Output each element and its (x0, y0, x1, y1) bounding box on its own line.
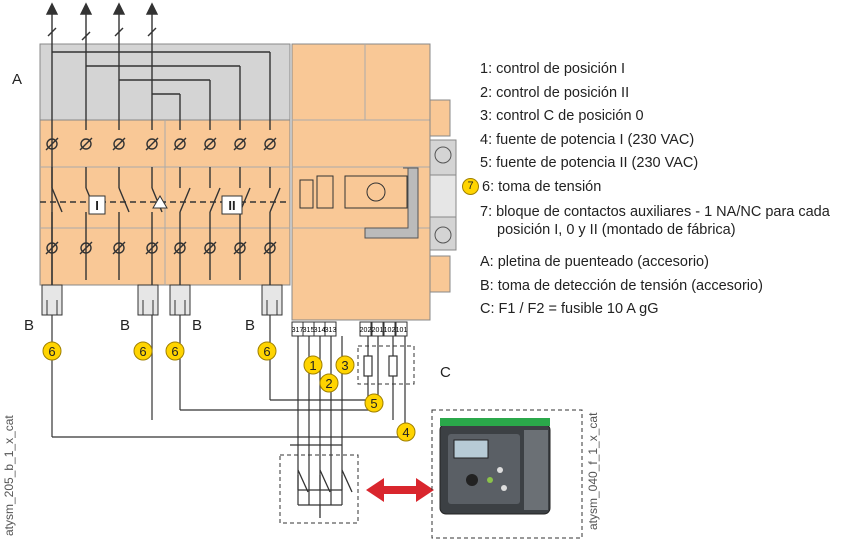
marker-circle-six-0 (42, 341, 62, 361)
caption-left: atysm_205_b_1_x_cat (2, 415, 16, 536)
terminal-label-102: 102 (384, 327, 396, 334)
marker-label-five-7: 5 (370, 396, 377, 411)
terminal-101 (395, 321, 408, 337)
marker-label-two-5: 2 (325, 376, 332, 391)
marker-label-four-8: 4 (402, 425, 409, 440)
marker-label-six-0: 6 (48, 344, 55, 359)
label-C: C (440, 364, 451, 381)
position-0-triangle (152, 195, 168, 209)
terminal-202 (359, 321, 372, 337)
marker-circle-six-3 (257, 341, 277, 361)
marker-circle-three-6 (335, 355, 355, 375)
legend-item-7: 7: bloque de contactos auxiliares - 1 NA… (480, 204, 830, 238)
controller-box (431, 409, 583, 539)
position-II-box (221, 195, 243, 215)
terminal-label-313: 313 (325, 327, 337, 334)
marker-label-six-2: 6 (171, 344, 178, 359)
marker-label-one-4: 1 (309, 358, 316, 373)
marker-circle-one-4 (303, 355, 323, 375)
label-B-1: B (24, 317, 34, 334)
marker-label-six-3: 6 (263, 344, 270, 359)
legend: 1: control de posición I 2: control de p… (462, 58, 850, 322)
label-B-3: B (192, 317, 202, 334)
terminal-screws (45, 137, 277, 255)
legend-item-4: 4: fuente de potencia I (230 VAC) (480, 131, 695, 148)
marker-circle-six-2 (165, 341, 185, 361)
terminal-label-201: 201 (372, 327, 384, 334)
controller-image (439, 418, 551, 515)
terminal-label-202: 202 (360, 327, 372, 334)
legend-item-2: 2: control de posición II (480, 84, 630, 101)
marker-circle-four-8 (396, 422, 416, 442)
label-A: A (12, 71, 22, 88)
position-I-label: I (95, 198, 99, 213)
legend-item-5: 5: fuente de potencia II (230 VAC) (480, 155, 699, 171)
control-wiring (51, 315, 406, 505)
bidirectional-arrow (366, 478, 434, 502)
terminal-label-314: 314 (314, 327, 326, 334)
number-markers: 6 6 6 6 123 5 4 (42, 341, 416, 442)
legend-item-A: A: pletina de puenteado (accesorio) (480, 254, 709, 270)
legend-item-3: 3: control C de posición 0 (480, 108, 644, 124)
marker-circle-five-7 (364, 393, 384, 413)
marker-circle-six-1 (133, 341, 153, 361)
marker-label-three-6: 3 (341, 358, 348, 373)
voltage-taps (41, 284, 283, 316)
marker-7: 7 (462, 178, 479, 196)
external-switches-box (279, 454, 359, 524)
label-B-4: B (245, 317, 255, 334)
legend-item-1: 1: control de posición I (480, 61, 626, 77)
terminal-label-317: 317 (292, 327, 304, 334)
fuse-box (357, 345, 415, 385)
caption-right: atysm_040_f_1_x_cat (586, 412, 600, 530)
marker-circle-two-5 (319, 373, 339, 393)
terminal-label-315: 315 (303, 327, 315, 334)
bridging-plate (39, 43, 291, 121)
marker-label-six-1: 6 (139, 344, 146, 359)
label-B-2: B (120, 317, 130, 334)
legend-item-C: C: F1 / F2 = fusible 10 A gG (480, 301, 659, 317)
terminal-102 (383, 321, 396, 337)
position-II-label: II (228, 198, 235, 213)
terminal-label-101: 101 (396, 327, 408, 334)
position-I-box (88, 195, 106, 215)
legend-item-B: B: toma de detección de tensión (accesor… (480, 277, 763, 294)
